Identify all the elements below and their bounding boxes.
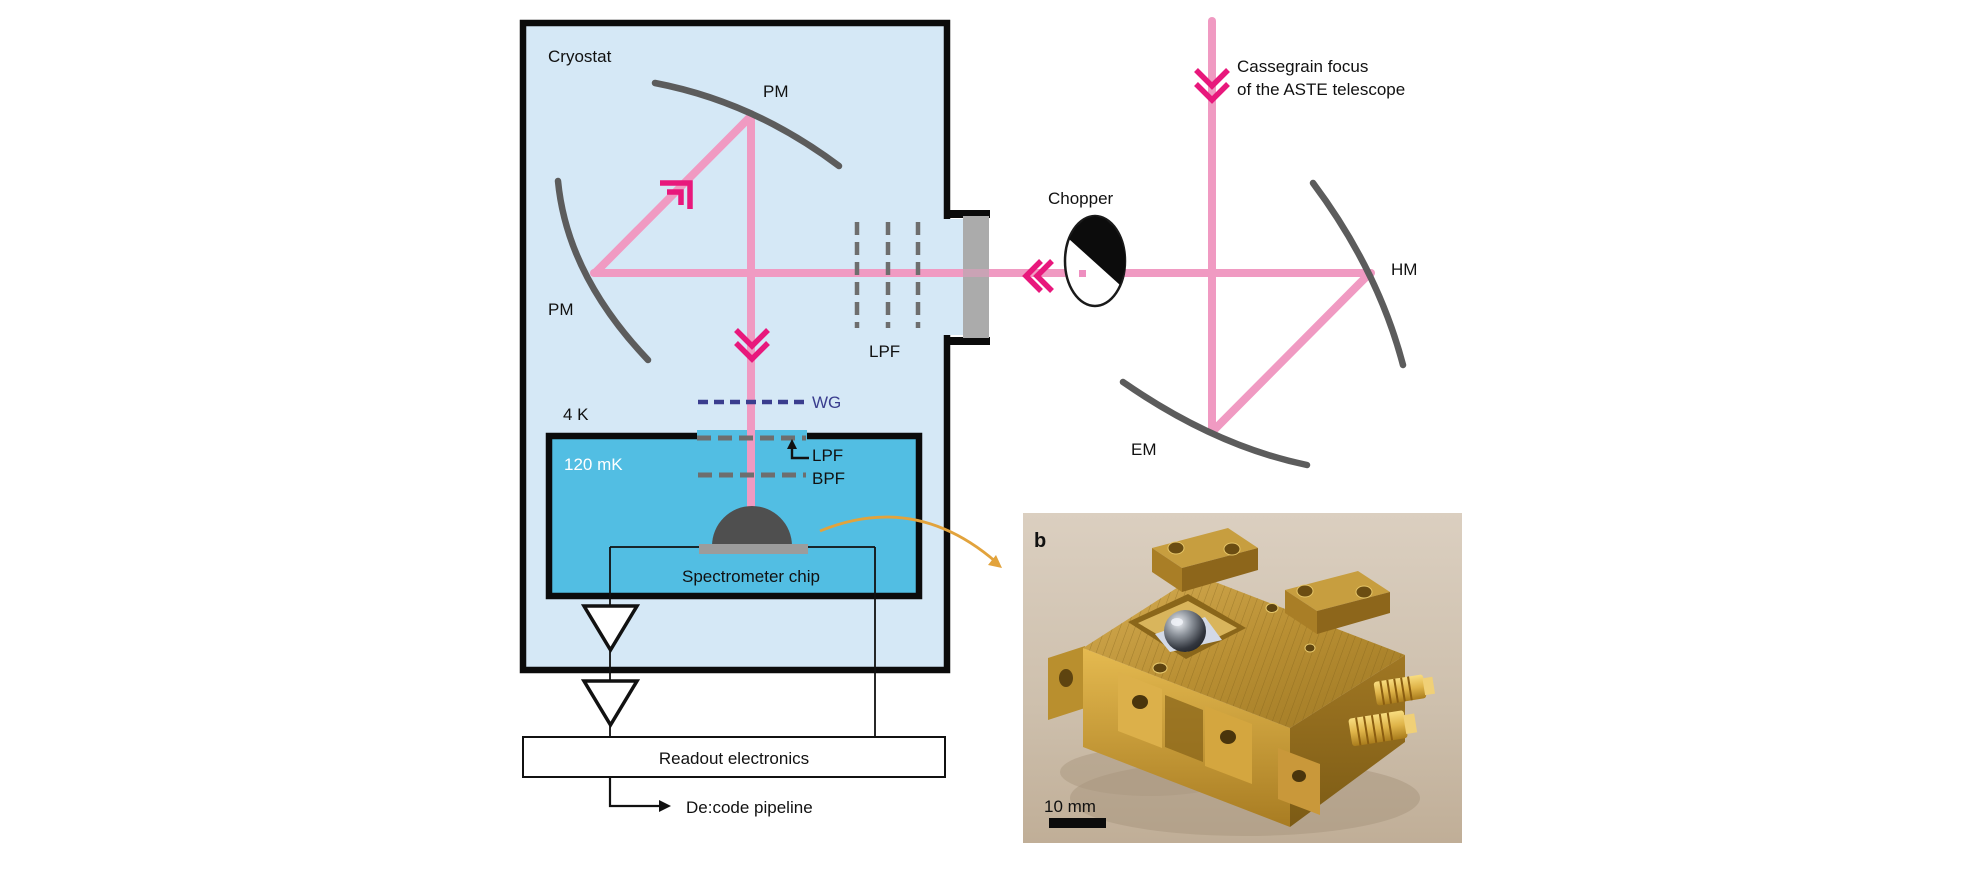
screw-hole [1265, 603, 1279, 613]
screw-hole [1304, 643, 1316, 653]
port-flange-bottom [944, 337, 990, 345]
sma-connector-2 [1348, 710, 1418, 747]
beam-hm-em [1209, 269, 1374, 435]
ball-lens [1164, 610, 1206, 652]
ellipsoidal-mirror [1119, 378, 1311, 469]
chopper-label: Chopper [1048, 189, 1114, 208]
beam-arrow-down-cassegrain-icon [1194, 68, 1230, 104]
pipeline-arrow [608, 777, 671, 812]
scale-label: 10 mm [1044, 797, 1096, 816]
cryostat-label: Cryostat [548, 47, 612, 66]
spectrometer-chip-label: Spectrometer chip [682, 567, 820, 586]
photo-callout-arrow [819, 515, 1002, 568]
parabolic-mirror-top [651, 79, 843, 170]
stage-120mk-label: 120 mK [564, 455, 623, 474]
readout-label: Readout electronics [659, 749, 809, 768]
chip-photo-panel: b 10 mm [1023, 513, 1462, 843]
gold-chip-holder [1048, 528, 1435, 827]
beam-arrow-down-cryostat-icon [734, 328, 770, 363]
parabolic-mirror-left [554, 177, 652, 364]
chopper-blade [1069, 216, 1125, 285]
beam-arrow-up-right-icon [660, 180, 693, 209]
tab-hole [1059, 669, 1073, 687]
amplifier-1 [580, 604, 641, 654]
wg-label: WG [812, 393, 841, 412]
screw-hole [1152, 662, 1168, 674]
hyperbolic-mirror [1309, 179, 1407, 369]
chip-substrate [699, 544, 808, 554]
panel-b-label: b [1034, 530, 1046, 552]
sma-connector-1 [1373, 674, 1435, 706]
pm-left-label: PM [548, 300, 574, 319]
readout-electronics-box [522, 736, 946, 778]
amplifier-2 [580, 679, 641, 729]
lpf-chip-label: LPF [812, 446, 843, 465]
chopper-wheel [1063, 214, 1127, 308]
lens-recess [1128, 594, 1246, 659]
bpf-label: BPF [812, 469, 845, 488]
holder-back-tab-1 [1152, 528, 1258, 592]
pipeline-label: De:code pipeline [686, 798, 813, 817]
em-label: EM [1131, 440, 1157, 459]
port-flange-top [944, 210, 990, 218]
si-lens [712, 506, 792, 546]
hm-label: HM [1391, 260, 1417, 279]
front-bosses [1118, 672, 1320, 815]
lpf-pointer-arrow [787, 439, 809, 460]
beam-arrow-left-icon [1022, 259, 1054, 293]
holder-back-tab-2 [1285, 571, 1390, 634]
beam-diagonal-cryostat [591, 113, 754, 277]
scale-bar [1049, 818, 1106, 828]
beam-focus-dot [1079, 270, 1086, 277]
cassegrain-label-line1: Cassegrain focus [1237, 57, 1368, 76]
window-beam-overlay [963, 268, 989, 278]
pm-top-label: PM [763, 82, 789, 101]
stage-4k-label: 4 K [563, 405, 589, 424]
lpf-window-label: LPF [869, 342, 900, 361]
cassegrain-label-line2: of the ASTE telescope [1237, 80, 1405, 99]
